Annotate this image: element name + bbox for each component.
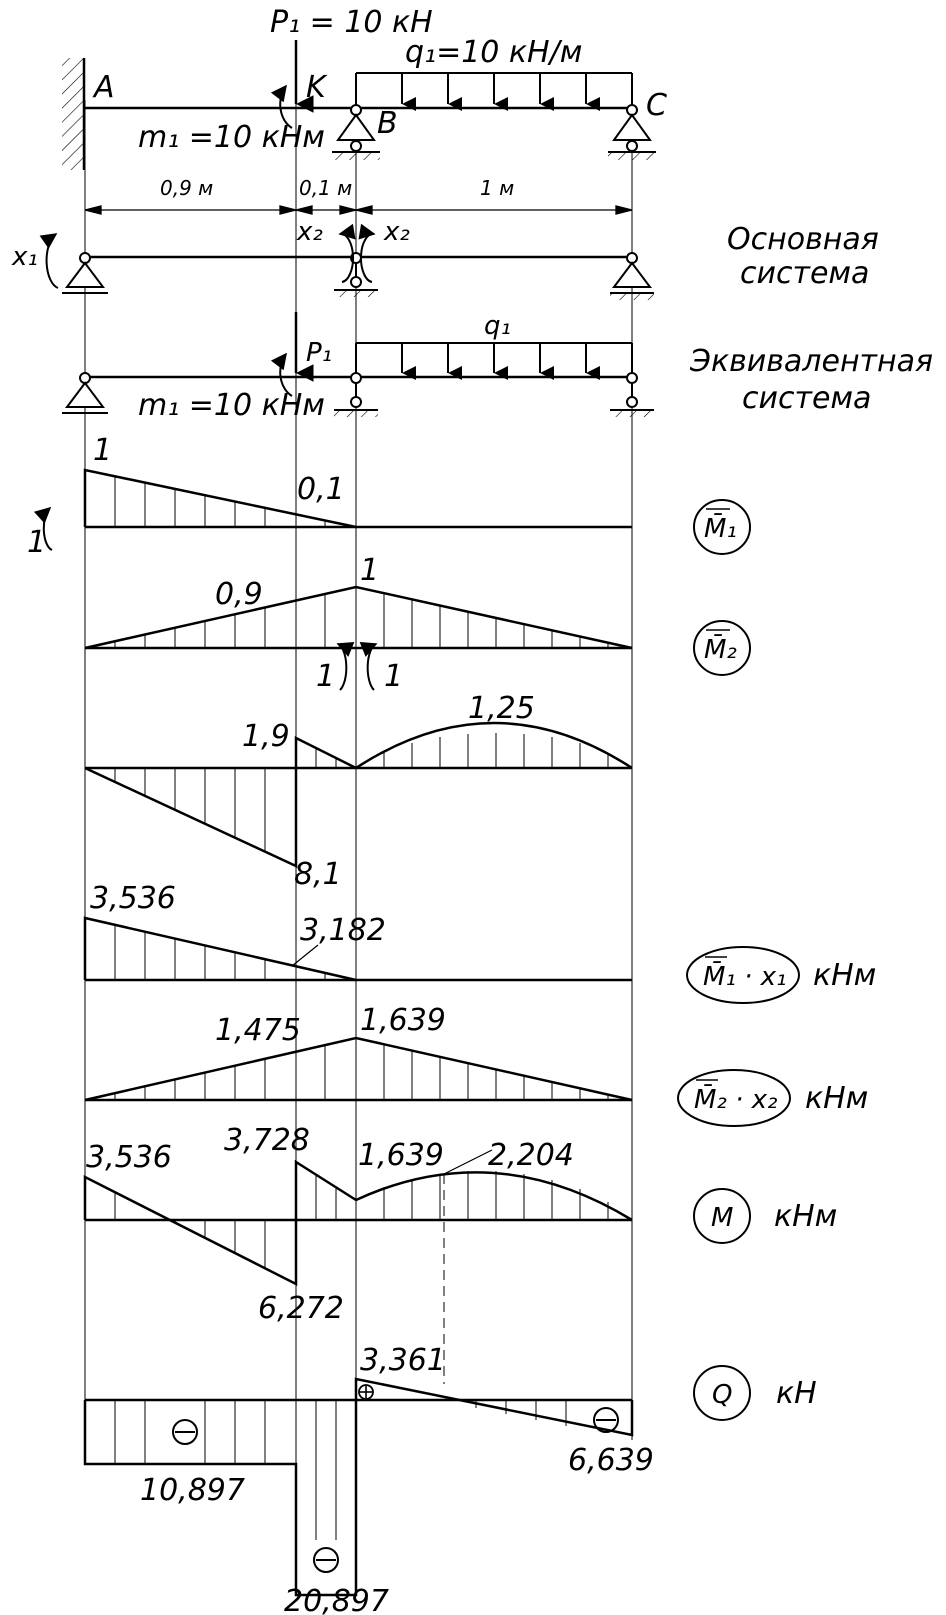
point-c-label: C bbox=[646, 88, 667, 123]
point-k-label: K bbox=[306, 70, 328, 105]
equivalent-system-title-2: система bbox=[742, 381, 871, 416]
m-value-max: 2,204 bbox=[488, 1138, 574, 1173]
m1x1-name: M̄₁ · x₁ bbox=[703, 960, 786, 992]
q-value-k: 20,897 bbox=[284, 1584, 389, 1615]
m2-unit-name: M̄₂ bbox=[704, 633, 737, 665]
x2-left-moment-arrow bbox=[338, 223, 356, 283]
dimension-lines bbox=[84, 205, 633, 215]
m1-unit-name: M̄₁ bbox=[704, 512, 737, 544]
q1-distributed-load bbox=[355, 72, 633, 111]
m-value-k: 3,728 bbox=[224, 1123, 310, 1158]
moment-m1-label: m₁ =10 кНм bbox=[138, 120, 325, 155]
m2x2-value-b: 1,639 bbox=[360, 1003, 446, 1038]
q-plus-sign bbox=[358, 1384, 374, 1400]
q-value-b: 3,361 bbox=[360, 1343, 446, 1378]
x2-left-label: x₂ bbox=[296, 217, 323, 247]
x1-label: x₁ bbox=[11, 242, 38, 272]
point-a-label: A bbox=[92, 70, 115, 105]
unit-moment-arrow bbox=[33, 506, 53, 551]
reference-lines bbox=[84, 100, 633, 1595]
p1-short-label: P₁ bbox=[306, 338, 332, 368]
q-minus-sign-3 bbox=[593, 1407, 619, 1433]
m1-equivalent-arrow bbox=[270, 352, 293, 397]
m-value-a: 3,536 bbox=[86, 1140, 172, 1175]
equivalent-system bbox=[62, 312, 654, 417]
unit-moment-label: 1 bbox=[27, 525, 46, 560]
mp-value-k-top: 1,9 bbox=[242, 719, 290, 754]
support-b-hatch bbox=[332, 152, 380, 160]
m2x2-value-k: 1,475 bbox=[215, 1013, 301, 1048]
m2x2-name: M̄₂ · x₂ bbox=[694, 1083, 777, 1115]
m-unit: кНм bbox=[774, 1199, 837, 1234]
diagram-q bbox=[83, 1377, 634, 1597]
fixed-support-hatch bbox=[62, 58, 84, 170]
m2-unit-right: 1 bbox=[384, 659, 403, 694]
equivalent-system-title-1: Эквивалентная bbox=[689, 344, 933, 379]
support-c bbox=[608, 104, 656, 153]
diagram-m1x1 bbox=[83, 916, 632, 982]
dimension-3: 1 м bbox=[480, 176, 514, 200]
m2-unit-left: 1 bbox=[316, 659, 335, 694]
m-badge bbox=[693, 1188, 751, 1244]
m1x1-value-k: 3,182 bbox=[300, 913, 386, 948]
x2-right-moment-arrow bbox=[358, 223, 376, 283]
q-unit: кН bbox=[776, 1376, 817, 1411]
m-value-k-bottom: 6,272 bbox=[258, 1291, 344, 1326]
support-c-hatch bbox=[608, 152, 656, 160]
x2-right-label: x₂ bbox=[383, 217, 410, 247]
diagram-m1-unit bbox=[33, 468, 632, 551]
q-name: Q bbox=[712, 1380, 732, 1410]
q1-load-label: q₁=10 кН/м bbox=[405, 35, 582, 70]
m2x2-badge bbox=[677, 1069, 791, 1127]
m1-unit-badge bbox=[693, 499, 751, 555]
mp-value-peak: 1,25 bbox=[468, 691, 535, 726]
dimension-2: 0,1 м bbox=[299, 176, 352, 200]
dimension-1: 0,9 м bbox=[160, 176, 213, 200]
main-beam bbox=[62, 40, 656, 170]
basic-system-title-2: система bbox=[740, 256, 869, 291]
q1-short-label: q₁ bbox=[484, 311, 511, 341]
diagram-mp bbox=[84, 721, 633, 868]
x1-moment-arrow bbox=[39, 233, 59, 289]
m-name: M bbox=[711, 1203, 733, 1233]
q-value-c: 6,639 bbox=[568, 1443, 654, 1478]
p1-load-label: P₁ = 10 кН bbox=[270, 5, 433, 40]
q-minus-sign-2 bbox=[313, 1547, 339, 1573]
basic-system bbox=[39, 223, 654, 300]
moment-m1-eq-label: m₁ =10 кНм bbox=[138, 388, 325, 423]
point-b-label: B bbox=[377, 106, 398, 141]
mp-value-k-bottom: 8,1 bbox=[294, 857, 342, 892]
m1x1-unit: кНм bbox=[813, 958, 876, 993]
m2-unit-badge bbox=[693, 620, 751, 676]
q-badge bbox=[693, 1365, 751, 1421]
q-value-a: 10,897 bbox=[140, 1473, 245, 1508]
m-value-b: 1,639 bbox=[358, 1138, 444, 1173]
m1-value-k: 0,1 bbox=[297, 472, 345, 507]
m1x1-value-a: 3,536 bbox=[90, 881, 176, 916]
m2x2-unit: кНм bbox=[805, 1081, 868, 1116]
m1-moment-arrow bbox=[270, 84, 293, 129]
diagram-m2-unit bbox=[84, 585, 633, 691]
diagram-m bbox=[83, 1149, 633, 1384]
q-minus-sign-1 bbox=[172, 1419, 198, 1445]
m1-value-a: 1 bbox=[93, 433, 112, 468]
basic-system-title-1: Основная bbox=[727, 222, 879, 257]
m2-value-b: 1 bbox=[360, 553, 379, 588]
diagram-m2x2 bbox=[84, 1036, 633, 1102]
support-b bbox=[332, 104, 380, 153]
m2-value-k: 0,9 bbox=[215, 577, 263, 612]
m1x1-badge bbox=[686, 946, 800, 1004]
